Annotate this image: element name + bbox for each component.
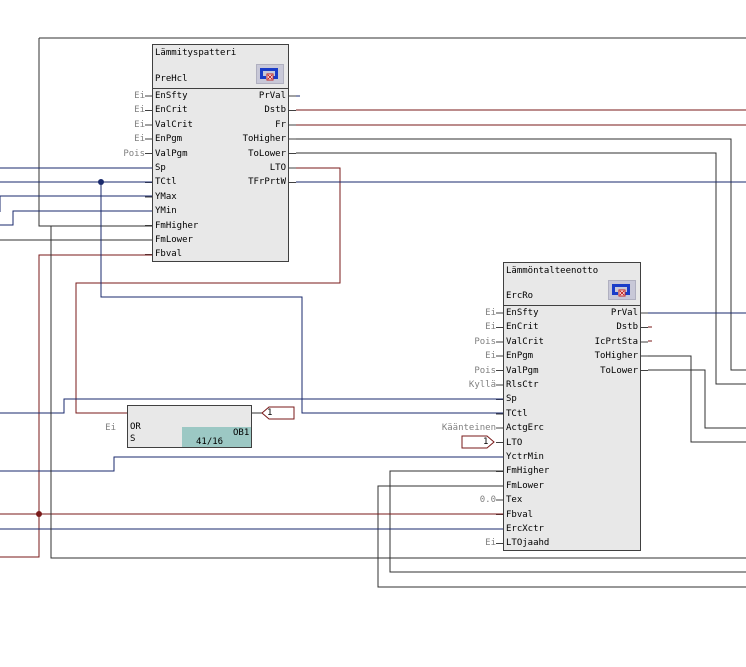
input-pin-fmlower: FmLower: [506, 480, 544, 491]
function-block-lammontalteenotto[interactable]: Lämmöntalteenotto ErcRo: [503, 262, 641, 551]
input-pin-tctl: TCtl: [506, 408, 528, 419]
input-pin-fmhigher: FmHigher: [506, 466, 550, 477]
input-value-tex: 0.0: [479, 495, 496, 506]
output-pin-tohigher: ToHigher: [594, 351, 638, 362]
input-pin-yctrmin: YctrMin: [506, 452, 544, 462]
input-pin-valpgm: ValPgm: [506, 365, 539, 376]
input-value-valcrit: Ei: [134, 119, 145, 130]
output-pin-lto: LTO: [269, 163, 286, 173]
input-pin-ensfty: EnSfty: [506, 308, 539, 318]
output-pin-tolower: ToLower: [248, 148, 286, 159]
block-instance-name: ErcRo: [506, 291, 534, 301]
constant-connector: [461, 435, 495, 449]
wire: [100, 182, 503, 414]
wire: [296, 152, 746, 385]
wire: [389, 470, 746, 573]
ob-panel: [182, 427, 251, 447]
input-pin-actgerc: ActgErc: [506, 423, 544, 434]
or-block[interactable]: OR S OB1 41/16: [127, 405, 252, 448]
wire: [0, 456, 503, 472]
or-constant-value: 1: [267, 408, 273, 418]
wire: [0, 210, 152, 226]
input-pin-ymax: YMax: [155, 191, 177, 202]
block-title: Lämmöntalteenotto: [506, 266, 599, 276]
output-pin-icprtsta: IcPrtSta: [594, 336, 638, 347]
ob-label: OB1: [233, 428, 250, 438]
input-pin-fbval: Fbval: [506, 509, 534, 520]
input-value-enpgm: Ei: [134, 134, 145, 145]
input-pin-rlsctr: RlsCtr: [506, 380, 539, 390]
wire: [0, 398, 503, 414]
or-input-value: Ei: [105, 423, 116, 433]
wire: [50, 226, 746, 559]
lto-constant-value: 1: [483, 437, 489, 447]
input-pin-ymin: YMin: [155, 206, 177, 217]
output-pin-fr: Fr: [275, 119, 286, 130]
input-pin-encrit: EnCrit: [506, 322, 539, 333]
output-pin-dstb: Dstb: [616, 322, 638, 333]
input-pin-fmhigher: FmHigher: [155, 220, 199, 231]
input-pin-ensfty: EnSfty: [155, 91, 188, 101]
input-pin-fbval: Fbval: [155, 249, 183, 260]
input-value-rlsctr: Kyllä: [468, 380, 496, 390]
input-pin-valpgm: ValPgm: [155, 148, 188, 159]
input-value-valpgm: Pois: [474, 365, 496, 376]
input-value-enpgm: Ei: [485, 351, 496, 362]
output-pin-tfrprtw: TFrPrtW: [248, 177, 286, 188]
wire: [648, 369, 746, 429]
wire: [38, 38, 152, 227]
wire: [0, 254, 152, 558]
input-pin-enpgm: EnPgm: [506, 351, 534, 362]
function-block-lammityspatteri[interactable]: Lämmityspatteri PreHcl: [152, 44, 289, 262]
wire: [0, 195, 152, 212]
output-pin-tolower: ToLower: [600, 365, 638, 376]
function-block-icon: [608, 280, 636, 300]
wire: [296, 138, 746, 371]
input-pin-tex: Tex: [506, 495, 523, 506]
input-pin-valcrit: ValCrit: [155, 119, 193, 130]
input-value-ensfty: Ei: [485, 308, 496, 318]
block-separator: [153, 88, 288, 89]
block-title: Lämmityspatteri: [155, 48, 237, 58]
input-pin-sp: Sp: [506, 394, 517, 405]
input-pin-valcrit: ValCrit: [506, 336, 544, 347]
block-instance-name: PreHcl: [155, 74, 188, 84]
function-block-icon: [256, 64, 284, 84]
input-value-valcrit: Pois: [474, 336, 496, 347]
input-pin-sp: Sp: [155, 163, 166, 173]
constant-connector: [261, 406, 295, 420]
or-title: OR: [130, 422, 141, 432]
input-pin-ercxctr: ErcXctr: [506, 524, 544, 534]
junction-dot: [36, 511, 42, 517]
output-pin-dstb: Dstb: [264, 105, 286, 116]
wire: [648, 355, 746, 443]
output-pin-tohigher: ToHigher: [242, 134, 286, 145]
input-value-encrit: Ei: [485, 322, 496, 333]
input-value-actgerc: Käänteinen: [441, 423, 496, 434]
input-pin-lto: LTO: [506, 437, 523, 448]
input-value-ensfty: Ei: [134, 91, 145, 101]
input-pin-enpgm: EnPgm: [155, 134, 183, 145]
or-pin-s: S: [130, 434, 136, 444]
output-pin-prval: PrVal: [610, 308, 638, 318]
wire: [75, 167, 341, 414]
input-pin-tctl: TCtl: [155, 177, 177, 188]
input-pin-fmlower: FmLower: [155, 235, 193, 245]
input-value-valpgm: Pois: [123, 148, 145, 159]
wire: [377, 485, 746, 588]
input-value-encrit: Ei: [134, 105, 145, 116]
input-value-ltojaahd: Ei: [485, 538, 496, 549]
input-pin-encrit: EnCrit: [155, 105, 188, 116]
block-separator: [504, 305, 640, 306]
input-pin-ltojaahd: LTOjaahd: [506, 538, 550, 549]
ob-reference: 41/16: [196, 437, 224, 447]
junction-dot: [98, 179, 104, 185]
output-pin-prval: PrVal: [258, 91, 286, 101]
